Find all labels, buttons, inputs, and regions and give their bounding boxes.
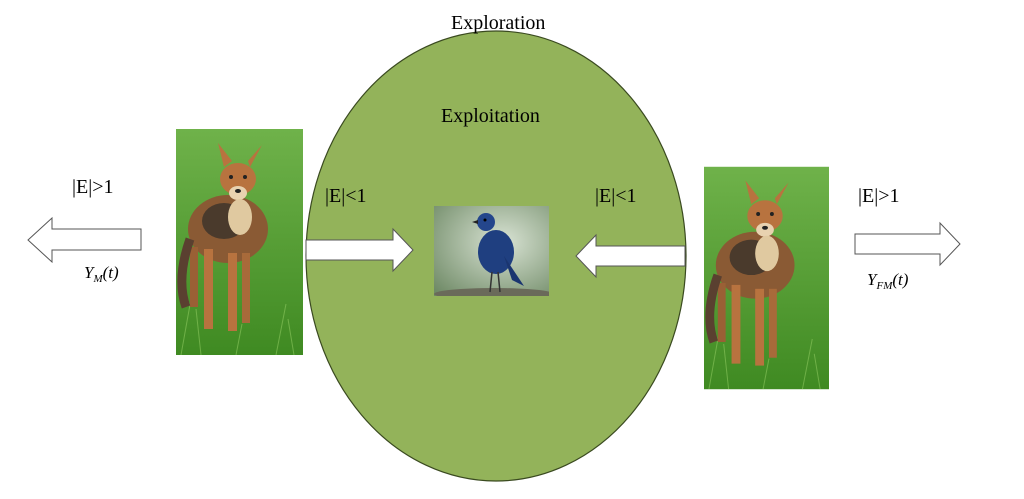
- left-formula-sub: M: [93, 273, 102, 285]
- right-formula-arg: (t): [892, 270, 908, 289]
- left-outer-condition: |E|>1: [72, 177, 114, 197]
- bird-icon: [434, 206, 549, 296]
- right-outer-condition: |E|>1: [858, 186, 900, 206]
- bird-photo: [434, 206, 549, 296]
- jackal-icon: [176, 129, 303, 355]
- arrow-left-outer: [28, 218, 141, 262]
- exploitation-label: Exploitation: [441, 106, 540, 126]
- left-inner-condition: |E|<1: [325, 186, 367, 206]
- right-formula: YFM(t): [867, 270, 908, 292]
- left-formula-arg: (t): [103, 263, 119, 282]
- arrow-right-outer: [855, 223, 960, 265]
- left-formula: YM(t): [84, 263, 119, 285]
- right-inner-condition: |E|<1: [595, 186, 637, 206]
- exploration-label: Exploration: [451, 13, 545, 33]
- jackal-icon: [704, 166, 829, 390]
- jackal-photo-left: [176, 129, 303, 355]
- jackal-photo-right: [704, 166, 829, 390]
- right-formula-sub: FM: [876, 280, 892, 292]
